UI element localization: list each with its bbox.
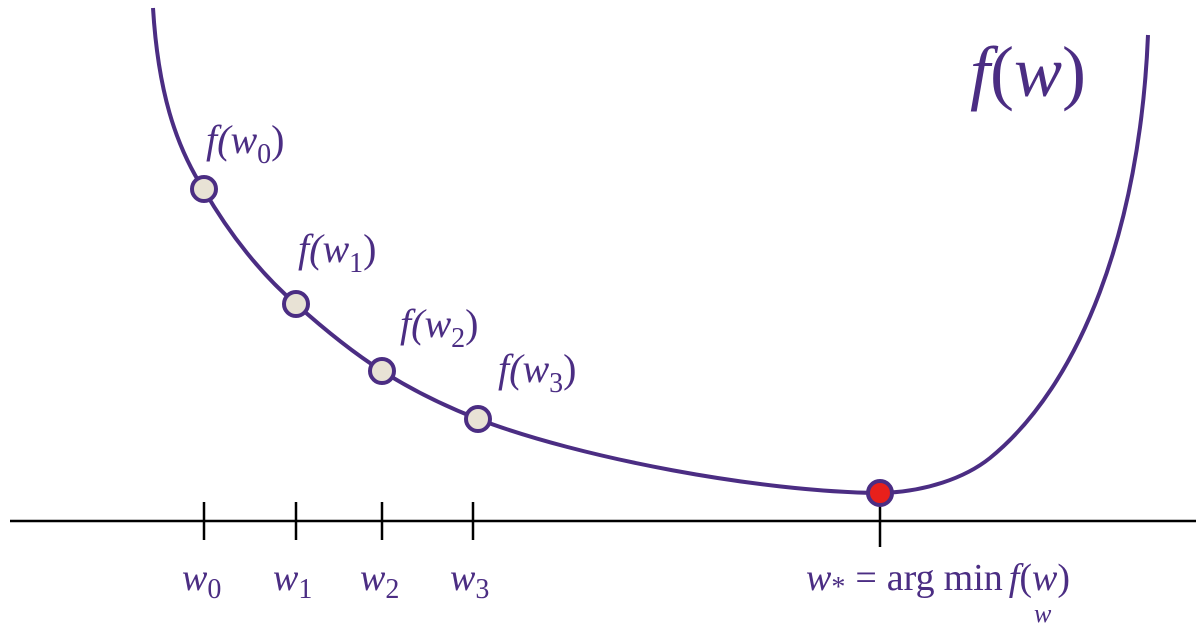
minimum-label-subscript: w	[1034, 599, 1052, 627]
point-label-w0: f(w0)	[206, 117, 284, 170]
point-w2	[368, 357, 396, 385]
point-w0	[190, 175, 218, 203]
point-label-w3: f(w3)	[498, 346, 576, 399]
minimum-point	[866, 479, 894, 507]
axis-label-w0: w0	[182, 557, 221, 605]
point-label-w1: f(w1)	[298, 226, 376, 279]
axis-label-w2: w2	[360, 557, 399, 605]
point-w1	[282, 290, 310, 318]
point-w3	[464, 405, 492, 433]
axis-label-w1: w1	[273, 557, 312, 605]
function-label: f(w)	[970, 32, 1086, 112]
point-label-w2: f(w2)	[400, 301, 478, 354]
axis-label-w3: w3	[450, 557, 489, 605]
